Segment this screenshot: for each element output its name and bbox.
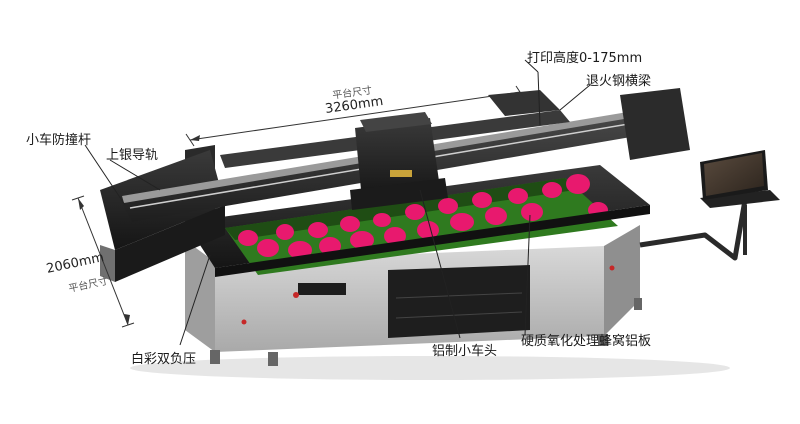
left-base-grey: [100, 245, 115, 282]
floor-shadow: [130, 356, 730, 380]
leg: [634, 298, 642, 310]
lower-cabinet: [388, 265, 530, 338]
right-end-top: [488, 90, 560, 116]
control-panel: [298, 283, 346, 295]
carriage-body: [355, 118, 440, 200]
leader-anti-collision: [84, 144, 126, 206]
label-honeycomb-plate: 硬质氧化处理蜂窝铝板: [521, 334, 652, 349]
tulip-image: [238, 174, 608, 259]
leader-honeycomb: [524, 214, 531, 336]
label-upper-rail: 上银导轨: [106, 148, 159, 163]
width-dimension: [185, 85, 525, 147]
label-annealed-beam: 退火钢横梁: [586, 74, 652, 89]
base-right-side: [604, 225, 640, 336]
depth-dimension: [71, 195, 135, 328]
label-white-color-pressure: 白彩双负压: [131, 352, 197, 367]
control-button: [293, 292, 299, 298]
leader-carriage: [419, 189, 461, 339]
leader-lines: [84, 59, 591, 346]
label-print-height: 打印高度0-175mm: [527, 51, 643, 66]
leader-print-height: [524, 59, 539, 73]
monitor-arm: [639, 199, 748, 261]
carriage-badge: [390, 170, 412, 177]
right-end-block: [620, 88, 690, 160]
control-button: [241, 319, 247, 325]
label-aluminum-carriage: 铝制小车头: [432, 344, 498, 359]
carriage-top: [360, 112, 432, 132]
keyboard-tray: [700, 190, 780, 208]
base-left-side: [185, 240, 215, 352]
leg: [598, 334, 608, 346]
carriage-base: [350, 178, 448, 210]
monitor-screen: [704, 153, 764, 196]
leader-annealed-beam: [559, 84, 591, 111]
leg: [210, 350, 220, 364]
left-end-front: [115, 205, 225, 282]
control-button: [609, 265, 615, 271]
leg: [268, 352, 278, 366]
leader-white-pressure: [179, 254, 211, 346]
label-anti-collision: 小车防撞杆: [26, 133, 92, 148]
bed-front-lip: [215, 205, 650, 277]
leader-upper-rail: [109, 159, 161, 191]
